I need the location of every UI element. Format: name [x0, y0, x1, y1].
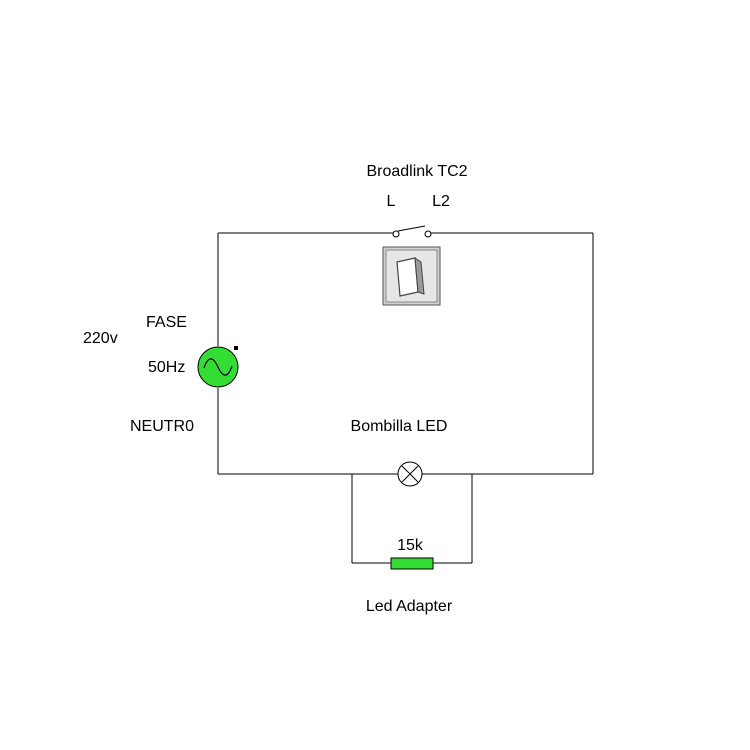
resistor-caption-label: Led Adapter — [366, 598, 453, 615]
toggle-switch-icon[interactable] — [382, 246, 441, 306]
device-name-label: Broadlink TC2 — [366, 163, 467, 180]
lamp-icon — [397, 461, 423, 487]
switch-contact-left — [392, 230, 400, 238]
ac-source-icon — [197, 346, 239, 388]
switch-blade — [397, 225, 426, 232]
terminal-l2-label: L2 — [432, 193, 450, 210]
polarity-dot — [234, 346, 238, 350]
neutral-label: NEUTR0 — [130, 418, 194, 435]
terminal-l-label: L — [387, 193, 396, 210]
switch-contacts — [392, 225, 432, 238]
frequency-label: 50Hz — [148, 359, 185, 376]
resistor-icon — [390, 557, 434, 570]
lamp-label: Bombilla LED — [351, 418, 448, 435]
voltage-label: 220v — [83, 330, 118, 347]
switch-contact-right — [424, 230, 432, 238]
phase-label: FASE — [146, 314, 187, 331]
resistor-value-label: 15k — [397, 537, 424, 554]
wires — [217, 232, 594, 564]
